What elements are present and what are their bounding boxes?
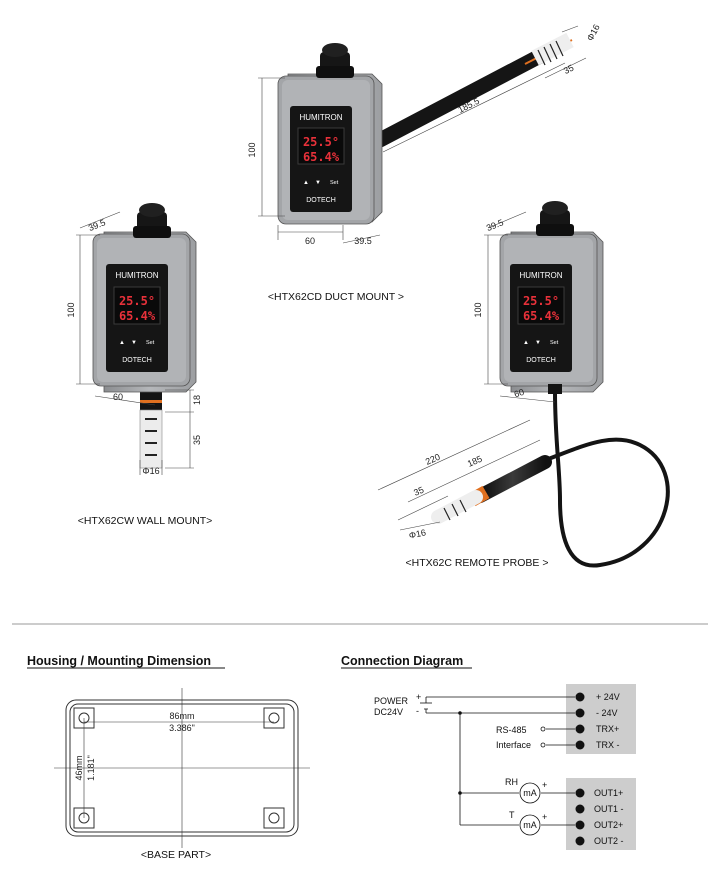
wall-set-label: Set [146,340,155,346]
t-label: T [509,810,515,820]
terminal-dot [575,724,585,734]
connection-diagram-section: Connection Diagram POWER DC24V + - + 24V… [341,654,636,850]
remote-dim-width: 60 [513,387,526,400]
terminal-dot [575,788,585,798]
wall-temp-readout: 25.5° [119,294,155,308]
housing-dimension-section: Housing / Mounting Dimension 86mm 3.386"… [27,654,310,861]
terminal-label: - 24V [596,708,618,718]
terminal-dot [575,740,585,750]
wall-maker: DOTECH [122,357,152,364]
terminal-dot [575,836,585,846]
duct-maker: DOTECH [306,197,336,204]
connection-title: Connection Diagram [341,654,463,668]
duct-dim-tip: 35 [562,63,575,76]
duct-dim-height: 100 [247,142,257,157]
duct-dim-depth: 39.5 [354,236,372,246]
terminal-dot [575,708,585,718]
remote-set-label: Set [550,340,559,346]
remote-temp-readout: 25.5° [523,294,559,308]
remote-dim-tip: 35 [412,485,425,498]
housing-caption: <BASE PART> [141,849,211,861]
rh-label: RH [505,777,518,787]
wall-dim-depth: 39.5 [87,217,107,233]
duct-set-label: Set [330,180,339,186]
remote-hum-readout: 65.4% [523,309,560,323]
terminal-label: + 24V [596,692,620,702]
duct-caption: <HTX62CD DUCT MOUNT > [268,291,404,303]
remote-dim-diameter: Φ16 [408,527,427,540]
terminal-dot [575,820,585,830]
duct-temp-readout: 25.5° [303,135,339,149]
wall-down-icon: ▼ [131,340,137,346]
remote-brand: HUMITRON [519,271,562,280]
wall-dim-height: 100 [66,302,76,317]
terminal-dot [575,692,585,702]
duct-mount-figure: HUMITRON 25.5° 65.4% ▲ ▼ Set DOTECH 100 … [247,23,602,303]
terminal-dot [575,804,585,814]
housing-width-mm: 86mm [169,711,194,721]
remote-maker: DOTECH [526,357,556,364]
base-part-drawing [54,688,310,848]
dc-label: DC24V [374,707,403,717]
terminal-label: TRX - [596,740,620,750]
rs485-label: RS-485 [496,725,527,735]
wall-panel: HUMITRON 25.5° 65.4% ▲ ▼ Set DOTECH [106,264,168,372]
housing-height-mm: 46mm [74,755,84,780]
remote-caption: <HTX62C REMOTE PROBE > [406,557,549,569]
wiring [420,696,575,836]
remote-probe-figure: HUMITRON 25.5° 65.4% ▲ ▼ Set DOTECH 100 … [377,201,670,569]
remote-dim-height: 100 [473,302,483,317]
rh-meter-plus: + [542,780,547,790]
t-meter-plus: + [542,812,547,822]
housing-title: Housing / Mounting Dimension [27,654,211,668]
power-plus: + [416,692,421,702]
terminal-label: OUT2 - [594,836,624,846]
remote-down-icon: ▼ [535,340,541,346]
duct-dim-width: 60 [305,236,315,246]
power-minus: - [416,706,419,716]
duct-hum-readout: 65.4% [303,150,340,164]
remote-panel: HUMITRON 25.5° 65.4% ▲ ▼ Set DOTECH [510,264,572,372]
terminal-label: OUT1+ [594,788,623,798]
housing-width-in: 3.386" [169,723,195,733]
remote-dim-probe: 185 [466,454,484,469]
wall-dim-diameter: Φ16 [142,466,159,476]
t-meter-label: mA [523,820,537,830]
duct-brand: HUMITRON [299,113,342,122]
duct-panel: HUMITRON 25.5° 65.4% ▲ ▼ Set DOTECH [290,106,352,212]
terminal-label: OUT1 - [594,804,624,814]
wall-up-icon: ▲ [119,340,125,346]
duct-dim-diameter: Φ16 [585,23,602,43]
housing-height-in: 1.181" [86,755,96,781]
wall-brand: HUMITRON [115,271,158,280]
interface-label: Interface [496,740,531,750]
wall-caption: <HTX62CW WALL MOUNT> [78,515,213,527]
terminal-label: TRX+ [596,724,619,734]
remote-up-icon: ▲ [523,340,529,346]
remote-dim-total: 220 [424,452,442,467]
wall-mount-figure: HUMITRON 25.5° 65.4% ▲ ▼ Set DOTECH 100 … [66,203,212,527]
wall-dim-width: 60 [113,392,123,402]
wall-dim-neck: 18 [192,395,202,405]
terminal-label: OUT2+ [594,820,623,830]
power-label: POWER [374,696,409,706]
rh-meter-label: mA [523,788,537,798]
wall-dim-tip: 35 [192,435,202,445]
remote-dim-depth: 39.5 [485,217,505,233]
wall-hum-readout: 65.4% [119,309,156,323]
duct-up-icon: ▲ [303,180,309,186]
duct-down-icon: ▼ [315,180,321,186]
